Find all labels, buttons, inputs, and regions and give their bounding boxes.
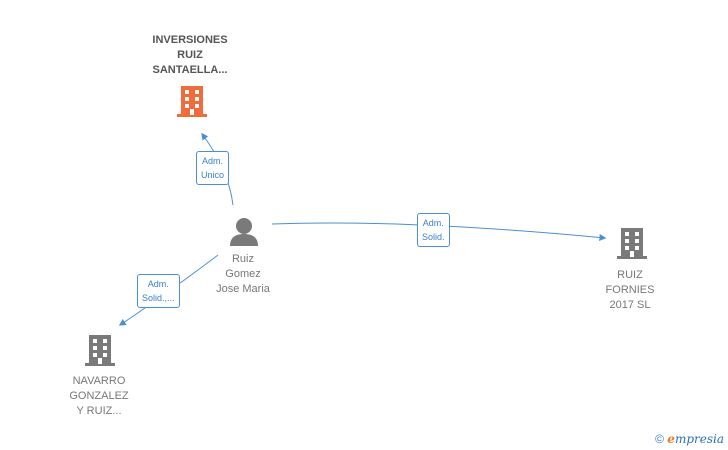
edge-label-adm-solid[interactable]: Adm. Solid.: [417, 213, 450, 247]
node-inversiones[interactable]: INVERSIONES RUIZ SANTAELLA...: [130, 33, 250, 78]
building-icon[interactable]: [177, 86, 207, 117]
copyright-symbol: ©: [655, 432, 664, 446]
node-label-navarro: NAVARRO GONZALEZ Y RUIZ...: [69, 375, 129, 417]
node-navarro[interactable]: NAVARRO GONZALEZ Y RUIZ...: [39, 374, 159, 419]
edge-label-adm-solid-multi[interactable]: Adm. Solid.,...: [137, 274, 180, 308]
node-label-inversiones: INVERSIONES RUIZ SANTAELLA...: [152, 34, 228, 76]
building-icon[interactable]: [617, 228, 647, 259]
building-icon[interactable]: [85, 335, 115, 366]
node-label-person: Ruiz Gomez Jose Maria: [216, 253, 270, 295]
edge-label-adm-unico[interactable]: Adm. Unico: [196, 151, 230, 185]
brand-name: empresia: [667, 432, 724, 446]
node-person[interactable]: Ruiz Gomez Jose Maria: [183, 252, 303, 297]
empresia-logo: © empresia: [655, 432, 724, 446]
node-ruiz-fornies[interactable]: RUIZ FORNIES 2017 SL: [570, 268, 690, 313]
node-label-ruiz-fornies: RUIZ FORNIES 2017 SL: [605, 269, 655, 311]
person-icon[interactable]: [230, 218, 258, 246]
